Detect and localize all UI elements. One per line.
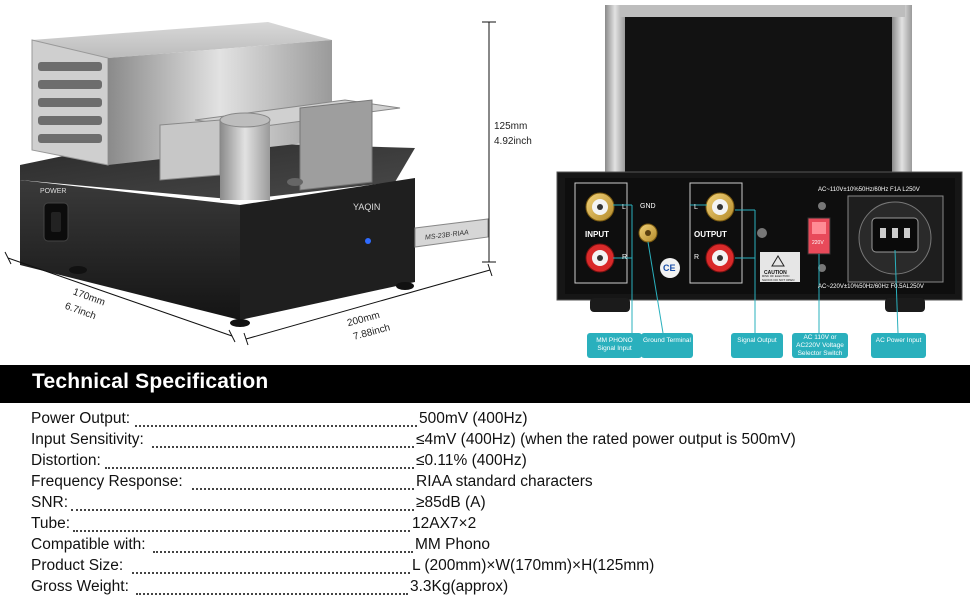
spec-value: MM Phono	[415, 536, 490, 553]
spec-label: Compatible with:	[31, 536, 146, 553]
spec-label: SNR:	[31, 494, 69, 511]
ce-mark: CE	[663, 263, 676, 273]
spec-label: Gross Weight:	[31, 578, 129, 595]
dot-leader	[153, 548, 413, 553]
spec-row-gross-weight: Gross Weight: 3.3Kg(approx)	[31, 576, 951, 597]
spec-value: 3.3Kg(approx)	[410, 578, 509, 595]
spec-row-product-size: Product Size: L (200mm)×W(170mm)×H(125mm…	[31, 555, 951, 576]
preamp-rear-view	[556, 5, 963, 334]
height-in: 4.92inch	[494, 136, 532, 147]
voltage-switch-label: 220V	[812, 240, 824, 246]
gnd-label: GND	[640, 203, 656, 210]
left-channel-marker-in: L	[622, 204, 626, 211]
dot-leader	[71, 506, 414, 511]
callout-ac-power-input: AC Power Input	[871, 333, 926, 358]
left-channel-marker-out: L	[694, 204, 698, 211]
dimension-lines	[4, 21, 496, 346]
spec-value: 12AX7×2	[412, 515, 477, 532]
spec-value: RIAA standard characters	[416, 473, 593, 490]
spec-row-compatible-with: Compatible with: MM Phono	[31, 534, 951, 555]
right-channel-marker-out: R	[694, 254, 700, 261]
spec-label: Product Size:	[31, 557, 124, 574]
dot-leader	[192, 485, 414, 490]
spec-row-distortion: Distortion: ≤0.11% (400Hz)	[31, 450, 951, 471]
spec-row-frequency-response: Frequency Response: RIAA standard charac…	[31, 471, 951, 492]
spec-value: ≤4mV (400Hz) (when the rated power outpu…	[416, 431, 796, 448]
dot-leader	[73, 527, 410, 532]
ac-220-rating: AC~220V±10%50Hz/60Hz F0.5AL250V	[818, 284, 924, 290]
spec-row-snr: SNR: ≥85dB (A)	[31, 492, 951, 513]
dot-leader	[132, 569, 410, 574]
spec-value: 500mV (400Hz)	[419, 410, 528, 427]
preamp-front-view	[20, 22, 489, 327]
dot-leader	[135, 422, 417, 427]
brand-logo: YAQIN	[353, 202, 381, 212]
section-title: Technical Specification	[32, 370, 269, 393]
spec-label: Frequency Response:	[31, 473, 183, 490]
spec-label: Distortion:	[31, 452, 101, 469]
caution-label: CAUTION	[764, 270, 787, 276]
callout-signal-output: Signal Output	[731, 333, 783, 358]
spec-value: L (200mm)×W(170mm)×H(125mm)	[412, 557, 655, 574]
spec-label: Tube:	[31, 515, 71, 532]
section-banner: Technical Specification	[0, 365, 970, 403]
spec-row-power-output: Power Output: 500mV (400Hz)	[31, 408, 951, 429]
spec-row-tube: Tube: 12AX7×2	[31, 513, 951, 534]
product-image-area: POWER YAQIN MS-23B·RIAA 125mm 4.92inch 1…	[4, 5, 963, 358]
right-channel-marker-in: R	[622, 254, 628, 261]
spec-label: Input Sensitivity:	[31, 431, 144, 448]
input-label: INPUT	[585, 230, 609, 239]
spec-value: ≤0.11% (400Hz)	[416, 452, 527, 469]
spec-list: Power Output: 500mV (400Hz) Input Sensit…	[31, 408, 951, 597]
dot-leader	[136, 590, 408, 595]
product-illustration	[4, 5, 963, 346]
callout-ground-terminal: Ground Terminal	[641, 333, 693, 358]
output-label: OUTPUT	[694, 230, 727, 239]
spec-label: Power Output:	[31, 410, 131, 427]
dot-leader	[152, 443, 414, 448]
dot-leader	[105, 464, 414, 469]
height-mm: 125mm	[494, 121, 528, 132]
caution-text: RISK OF ELECTRIC SHOCK DO NOT OPEN	[762, 274, 795, 282]
rca-jacks	[585, 192, 735, 273]
spec-row-input-sensitivity: Input Sensitivity: ≤4mV (400Hz) (when th…	[31, 429, 951, 450]
spec-value: ≥85dB (A)	[416, 494, 486, 511]
callout-voltage-selector: AC 110V or AC220V Voltage Selector Switc…	[792, 333, 848, 358]
ac-110-rating: AC~110V±10%50Hz/60Hz F1A L250V	[818, 187, 920, 193]
callout-mm-phono-input: MM PHONO Signal Input	[587, 333, 642, 358]
power-label: POWER	[40, 188, 67, 195]
